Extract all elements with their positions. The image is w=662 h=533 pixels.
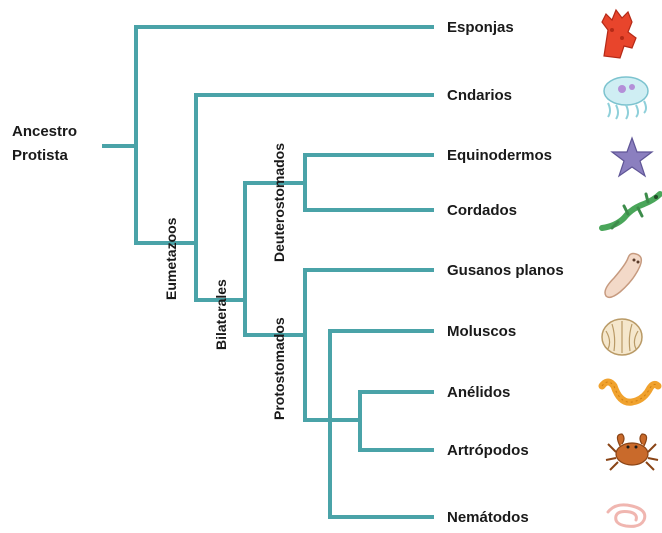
taxon-label-moluscos: Moluscos bbox=[447, 323, 516, 340]
clade-label-protostomados: Protostomados bbox=[271, 317, 287, 420]
taxon-label-cndarios: Cndarios bbox=[447, 87, 512, 104]
starfish-icon bbox=[610, 136, 654, 178]
taxon-label-gusanos-planos: Gusanos planos bbox=[447, 262, 564, 279]
sponge-icon bbox=[601, 8, 637, 59]
taxon-label-anelidos: Anélidos bbox=[447, 384, 510, 401]
tree-branches bbox=[102, 25, 434, 519]
lizard-icon bbox=[599, 191, 662, 231]
taxon-label-esponjas: Esponjas bbox=[447, 19, 514, 36]
nematode-icon bbox=[606, 503, 647, 528]
jellyfish-icon bbox=[603, 76, 649, 120]
worm-icon bbox=[598, 378, 662, 406]
taxon-label-cordados: Cordados bbox=[447, 202, 517, 219]
taxon-label-artropodos: Artrópodos bbox=[447, 442, 529, 459]
shell-icon bbox=[601, 318, 643, 356]
root-label-line2: Protista bbox=[12, 147, 69, 164]
crab-icon bbox=[605, 433, 659, 471]
taxon-label-equinodermos: Equinodermos bbox=[447, 147, 552, 164]
root-label-line1: Ancestro bbox=[12, 123, 77, 140]
clade-label-bilaterales: Bilaterales bbox=[213, 279, 229, 350]
clade-label-eumetazoos: Eumetazoos bbox=[163, 217, 179, 300]
taxon-label-nematodos: Nemátodos bbox=[447, 509, 529, 526]
flatworm-icon bbox=[604, 252, 643, 299]
clade-label-deuterostomados: Deuterostomados bbox=[271, 143, 287, 262]
